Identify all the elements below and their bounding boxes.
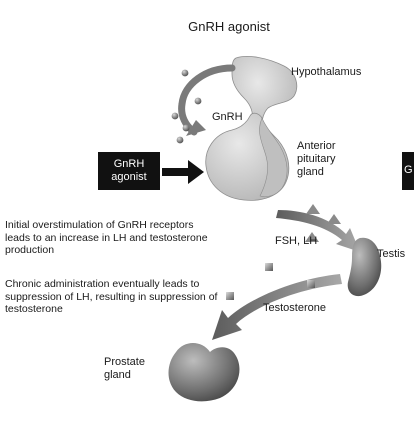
gnrh-molecule [171, 112, 179, 120]
fsh-lh-arrow [276, 210, 360, 252]
prostate-line-2: gland [104, 369, 131, 381]
right-edge-box-text: G [404, 164, 413, 176]
fsh-lh-label: FSH, LH [275, 235, 318, 247]
fsh-lh-molecule [306, 204, 320, 214]
diagram-title: GnRH agonist [188, 19, 270, 34]
testosterone-label: Testosterone [263, 302, 326, 314]
gnrh-molecule [181, 69, 189, 77]
testosterone-molecule [265, 263, 273, 271]
testis-shape [347, 237, 382, 297]
note-chronic: Chronic administration eventually leads … [5, 278, 218, 315]
prostate-label: Prostate gland [104, 356, 145, 382]
gnrh-agonist-box: GnRH agonist [98, 152, 160, 190]
testosterone-molecule [226, 292, 234, 300]
agonist-arrow [162, 160, 204, 184]
anterior-pituitary-label: Anterior pituitary gland [297, 140, 336, 179]
right-edge-box: G [402, 152, 414, 190]
anterior-pituitary-line-3: gland [297, 166, 324, 178]
testis-label: Testis [377, 248, 406, 260]
testosterone-arrow [212, 274, 342, 340]
gnrh-molecule [194, 97, 202, 105]
gnrh-release-arrowhead [186, 120, 206, 136]
prostate-line-1: Prostate [104, 356, 145, 368]
anterior-pituitary-line-2: pituitary [297, 153, 336, 165]
gnrh-molecule [176, 136, 184, 144]
fsh-lh-molecule [305, 232, 319, 242]
fsh-lh-molecule [327, 214, 341, 224]
gnrh-agonist-box-line-2: agonist [111, 171, 147, 183]
note-initial: Initial overstimulation of GnRH receptor… [5, 219, 208, 256]
gnrh-molecule [182, 124, 190, 132]
hypothalamus-label: Hypothalamus [291, 66, 362, 78]
gnrh-agonist-box-line-1: GnRH [113, 158, 145, 170]
prostate-shape [168, 343, 240, 402]
pituitary-posterior-lobe [259, 117, 288, 198]
gnrh-label: GnRH [212, 111, 243, 123]
anterior-pituitary-line-1: Anterior [297, 140, 336, 152]
testosterone-molecule [307, 280, 315, 288]
